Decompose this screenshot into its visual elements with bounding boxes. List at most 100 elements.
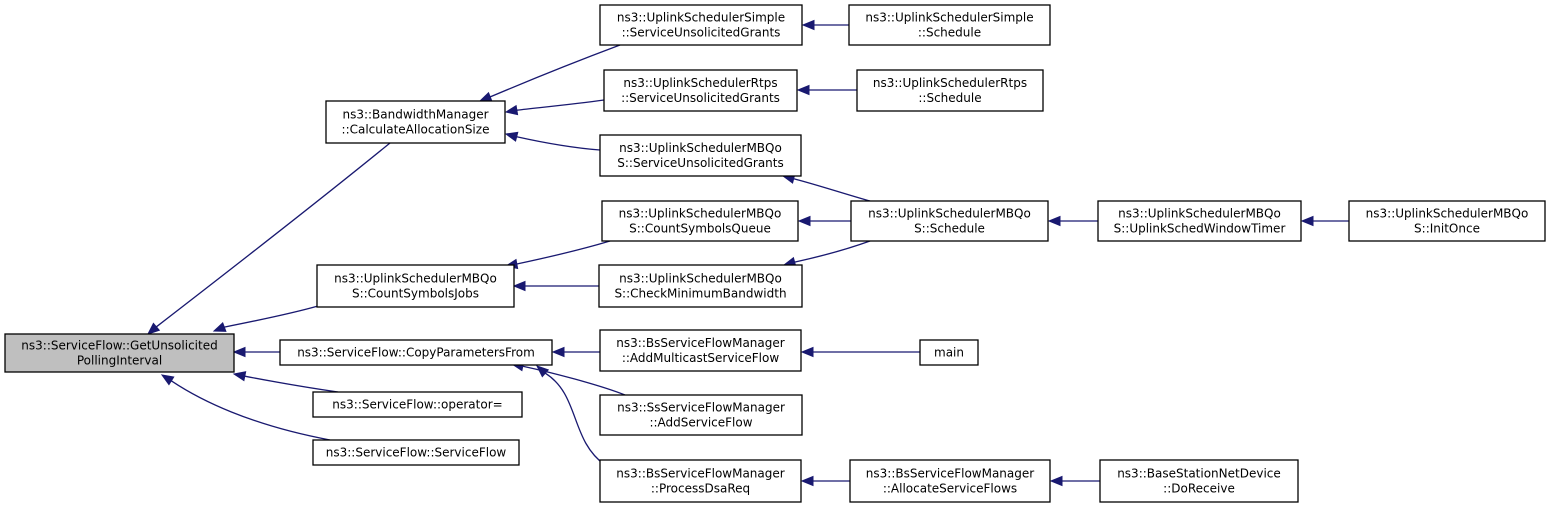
node-label: ns3::UplinkSchedulerMBQo [619, 207, 782, 221]
node-ussug[interactable]: ns3::UplinkSchedulerSimple::ServiceUnsol… [599, 4, 803, 46]
edge-arrowhead [800, 346, 814, 358]
node-label: S::CountSymbolsJobs [352, 287, 479, 301]
node-label: ns3::BsServiceFlowManager [866, 467, 1034, 481]
node-main[interactable]: main [919, 339, 979, 366]
edge-arrowhead [797, 215, 811, 227]
node-box [599, 394, 803, 436]
node-label: ns3::BandwidthManager [342, 108, 488, 122]
node-umsug[interactable]: ns3::UplinkSchedulerMBQoS::ServiceUnsoli… [599, 134, 802, 177]
edge-arrowhead [146, 322, 161, 335]
node-label: S::CheckMinimumBandwidth [614, 287, 786, 301]
node-box [599, 134, 802, 177]
node-label: ns3::UplinkSchedulerSimple [617, 11, 785, 25]
edge-arrowhead [1049, 475, 1063, 487]
node-label: ns3::UplinkSchedulerRtps [873, 76, 1027, 90]
node-label: ns3::SsServiceFlowManager [617, 401, 785, 415]
node-sfcpf[interactable]: ns3::ServiceFlow::CopyParametersFrom [279, 339, 553, 366]
node-label: ::Schedule [918, 91, 981, 105]
edge-sfsf-to-gupi [160, 374, 331, 441]
node-sfsf[interactable]: ns3::ServiceFlow::ServiceFlow [312, 439, 520, 466]
node-box [603, 69, 798, 112]
node-box [4, 333, 235, 373]
edge-arrowhead [536, 365, 550, 378]
edge-ussug-to-bwcas [478, 44, 621, 102]
edge-bsasf-to-bspdr [800, 475, 850, 487]
node-bwcas[interactable]: ns3::BandwidthManager::CalculateAllocati… [325, 100, 506, 144]
node-umusw[interactable]: ns3::UplinkSchedulerMBQoS::UplinkSchedWi… [1097, 200, 1302, 242]
node-label: ns3::UplinkSchedulerSimple [865, 11, 1033, 25]
node-box [850, 200, 1049, 242]
edge-umcmb-to-mbcsj [512, 280, 599, 292]
node-label: ns3::UplinkSchedulerMBQo [1366, 207, 1529, 221]
node-box [1348, 200, 1546, 242]
node-label: ::Schedule [918, 26, 981, 40]
node-ursch[interactable]: ns3::UplinkSchedulerRtps::Schedule [856, 69, 1044, 112]
edge-arrowhead [478, 91, 493, 102]
node-box [849, 459, 1051, 503]
node-box [599, 329, 802, 372]
node-ussch[interactable]: ns3::UplinkSchedulerSimple::Schedule [848, 4, 1051, 46]
edge-line [224, 305, 319, 328]
edge-arrowhead [1300, 215, 1314, 227]
edge-umsch-to-umsug [781, 173, 871, 202]
node-mbcsj[interactable]: ns3::UplinkSchedulerMBQoS::CountSymbolsJ… [316, 264, 515, 308]
node-label: ::ServiceUnsolicitedGrants [622, 26, 781, 40]
edge-ussch-to-ussug [801, 19, 849, 31]
node-box [1097, 200, 1302, 242]
node-gupi[interactable]: ns3::ServiceFlow::GetUnsolicitedPollingI… [4, 333, 235, 373]
node-label: ns3::BaseStationNetDevice [1117, 467, 1281, 481]
node-bspdr[interactable]: ns3::BsServiceFlowManager::ProcessDsaReq [599, 459, 802, 503]
edge-ursug-to-bwcas [504, 99, 605, 116]
node-label: S::ServiceUnsolicitedGrants [617, 156, 784, 170]
node-box [1099, 459, 1299, 503]
node-label: S::CountSymbolsQueue [629, 222, 771, 236]
node-label: ::AddMulticastServiceFlow [622, 351, 779, 365]
node-label: ns3::ServiceFlow::CopyParametersFrom [297, 346, 535, 360]
edge-arrowhead [212, 322, 227, 332]
edge-bwcas-to-gupi [146, 142, 391, 335]
node-box [312, 391, 523, 418]
edge-bsamf-to-sfcpf [551, 346, 600, 358]
node-bsamf[interactable]: ns3::BsServiceFlowManager::AddMulticastS… [599, 329, 802, 372]
node-label: S::Schedule [914, 222, 985, 236]
edge-arrowhead [801, 19, 815, 31]
node-umcsq[interactable]: ns3::UplinkSchedulerMBQoS::CountSymbolsQ… [601, 200, 799, 242]
node-label: S::UplinkSchedWindowTimer [1114, 222, 1286, 236]
edge-umsug-to-bwcas [504, 131, 601, 151]
edge-ursch-to-ursug [796, 84, 857, 96]
node-sfop[interactable]: ns3::ServiceFlow::operator= [312, 391, 523, 418]
edge-line [544, 372, 606, 466]
node-label: ns3::UplinkSchedulerRtps [623, 76, 777, 90]
node-label: ::ServiceUnsolicitedGrants [621, 91, 780, 105]
node-label: ns3::UplinkSchedulerMBQo [868, 207, 1031, 221]
edge-umsch-to-umcsq [797, 215, 851, 227]
node-ursug[interactable]: ns3::UplinkSchedulerRtps::ServiceUnsolic… [603, 69, 798, 112]
node-box [848, 4, 1051, 46]
node-bsasf[interactable]: ns3::BsServiceFlowManager::AllocateServi… [849, 459, 1051, 503]
edge-line [516, 136, 601, 151]
edge-sfcpf-to-gupi [232, 346, 280, 358]
edge-bsndr-to-bsasf [1049, 475, 1100, 487]
node-label: ns3::UplinkSchedulerMBQo [334, 272, 497, 286]
edge-arrowhead [551, 346, 565, 358]
node-label: ::AllocateServiceFlows [883, 482, 1017, 496]
node-label: PollingInterval [77, 354, 162, 368]
edge-line [794, 240, 871, 263]
edge-sfop-to-gupi [232, 371, 339, 393]
graph-nodes: ns3::ServiceFlow::GetUnsolicitedPollingI… [4, 4, 1546, 503]
node-label: ns3::UplinkSchedulerMBQo [1118, 207, 1281, 221]
node-bsndr[interactable]: ns3::BaseStationNetDevice::DoReceive [1099, 459, 1299, 503]
graph-edges [146, 19, 1349, 487]
edge-arrowhead [232, 371, 247, 382]
node-ssasf[interactable]: ns3::SsServiceFlowManager::AddServiceFlo… [599, 394, 803, 436]
node-box [599, 459, 802, 503]
node-label: S::InitOnce [1414, 222, 1480, 236]
edge-arrowhead [1047, 215, 1061, 227]
edge-arrowhead [512, 280, 526, 292]
node-box [325, 100, 506, 144]
edge-line [244, 375, 339, 393]
node-umcmb[interactable]: ns3::UplinkSchedulerMBQoS::CheckMinimumB… [598, 264, 803, 308]
